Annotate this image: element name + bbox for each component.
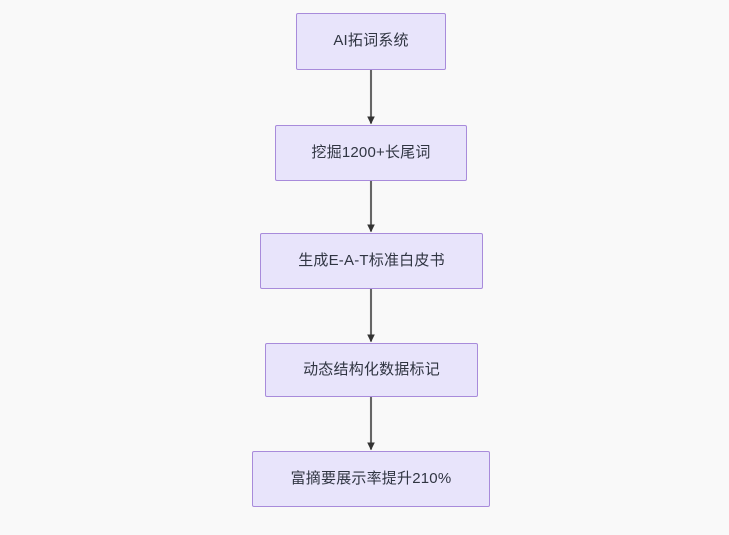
node-label: 富摘要展示率提升210% — [290, 469, 452, 487]
node-label: 挖掘1200+长尾词 — [311, 143, 431, 161]
flowchart-node-generate-eat-whitepaper[interactable]: 生成E-A-T标准白皮书 — [260, 233, 483, 289]
flowchart-node-dynamic-structured-data-markup[interactable]: 动态结构化数据标记 — [265, 343, 478, 397]
flowchart-node-mine-longtail-keywords[interactable]: 挖掘1200+长尾词 — [275, 125, 467, 181]
node-label: 动态结构化数据标记 — [303, 360, 440, 378]
flowchart-node-ai-keyword-system[interactable]: AI拓词系统 — [296, 13, 446, 70]
flowchart-node-rich-snippet-rate-increase[interactable]: 富摘要展示率提升210% — [252, 451, 490, 507]
node-label: AI拓词系统 — [333, 32, 409, 50]
node-label: 生成E-A-T标准白皮书 — [298, 251, 445, 269]
